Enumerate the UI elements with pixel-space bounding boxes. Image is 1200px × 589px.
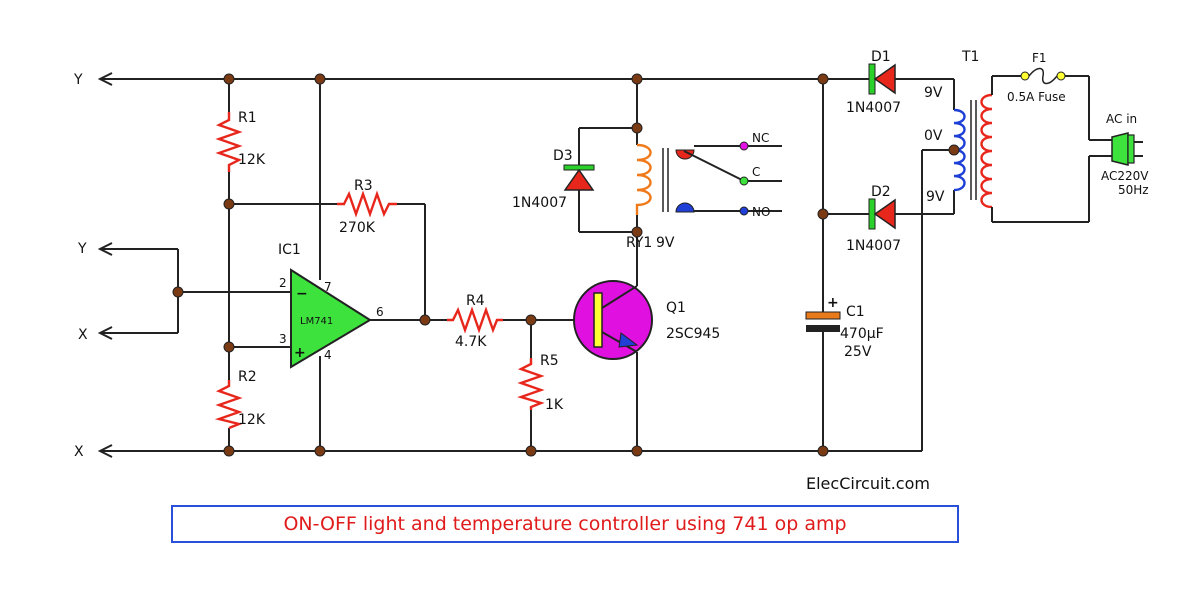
transformer-primary-coil [980,93,993,209]
c1-value: 470µF [840,326,884,342]
ac-voltage: AC220V [1101,169,1149,183]
brand-text: ElecCircuit.com [806,474,930,493]
t1-tap-bottom: 9V [926,189,945,205]
transistor-q1 [573,280,653,360]
fuse-f1 [1020,67,1066,85]
resistor-r1 [215,112,243,172]
t1-label: T1 [961,49,979,65]
ic1-pin3: 3 [279,332,287,346]
terminal-y-mid: Y [77,241,87,257]
r5-label: R5 [540,353,559,369]
ry1-value: 9V [656,235,675,251]
ic1-pin7: 7 [324,280,332,294]
c1-plus: + [827,295,839,311]
primary-wires [991,75,1112,223]
junction-dots [172,73,960,457]
r4-label: R4 [466,293,485,309]
r2-label: R2 [238,369,257,385]
relay-contacts [675,141,782,216]
c1-label: C1 [846,304,865,320]
f1-label: F1 [1032,51,1047,65]
ry1-c: C [752,165,760,179]
opamp-ic1 [290,268,372,369]
resistor-r3 [337,190,397,218]
relay-d3-wires [578,79,638,235]
d1-part: 1N4007 [846,100,901,116]
r3-value: 270K [339,220,376,236]
ic1-minus: − [296,286,308,302]
ac-frequency: 50Hz [1118,183,1149,197]
ic1-label: IC1 [278,242,301,258]
top-rail [97,72,869,86]
ic1-pin6: 6 [376,305,384,319]
c1-wires [822,79,869,451]
diode-d2 [868,198,896,230]
capacitor-c1 [805,311,841,332]
r1-value: 12K [238,152,266,168]
ry1-no: NO [752,205,770,219]
ic1-part: LM741 [300,316,333,327]
diode-d1 [868,63,896,95]
caption-box: ON-OFF light and temperature controller … [171,505,959,543]
t1-tap-top: 9V [924,85,943,101]
resistor-r4 [447,306,503,334]
diode-d3 [563,164,595,191]
r2-value: 12K [238,412,266,428]
ic1-pin2: 2 [279,276,287,290]
relay-coil [635,143,652,215]
caption-text: ON-OFF light and temperature controller … [283,513,847,535]
ic1-plus: + [294,345,306,361]
ic1-pin4: 4 [324,348,332,362]
resistor-r5 [517,358,545,410]
bottom-rail [97,444,922,458]
terminal-y-top: Y [73,72,83,88]
r5-value: 1K [545,397,564,413]
d3-part: 1N4007 [512,195,567,211]
ac-label: AC in [1106,112,1137,126]
r4-value: 4.7K [455,334,487,350]
resistor-r2 [214,380,243,430]
d3-label: D3 [553,148,573,164]
ac-plug [1111,132,1143,166]
f1-value: 0.5A Fuse [1007,90,1066,104]
ry1-nc: NC [752,131,769,145]
d1-label: D1 [871,49,891,65]
ry1-label: RY1 [626,235,652,251]
terminal-x-mid: X [78,327,88,343]
d2-label: D2 [871,184,891,200]
r1-label: R1 [238,110,257,126]
d2-part: 1N4007 [846,238,901,254]
q1-label: Q1 [666,300,686,316]
terminal-x-bottom: X [74,444,84,460]
sensor-input-wires [97,242,290,340]
q1-part: 2SC945 [666,326,720,342]
c1-voltage: 25V [844,344,872,360]
divider-wire [228,79,290,451]
r3-label: R3 [354,178,373,194]
t1-tap-mid: 0V [924,128,943,144]
